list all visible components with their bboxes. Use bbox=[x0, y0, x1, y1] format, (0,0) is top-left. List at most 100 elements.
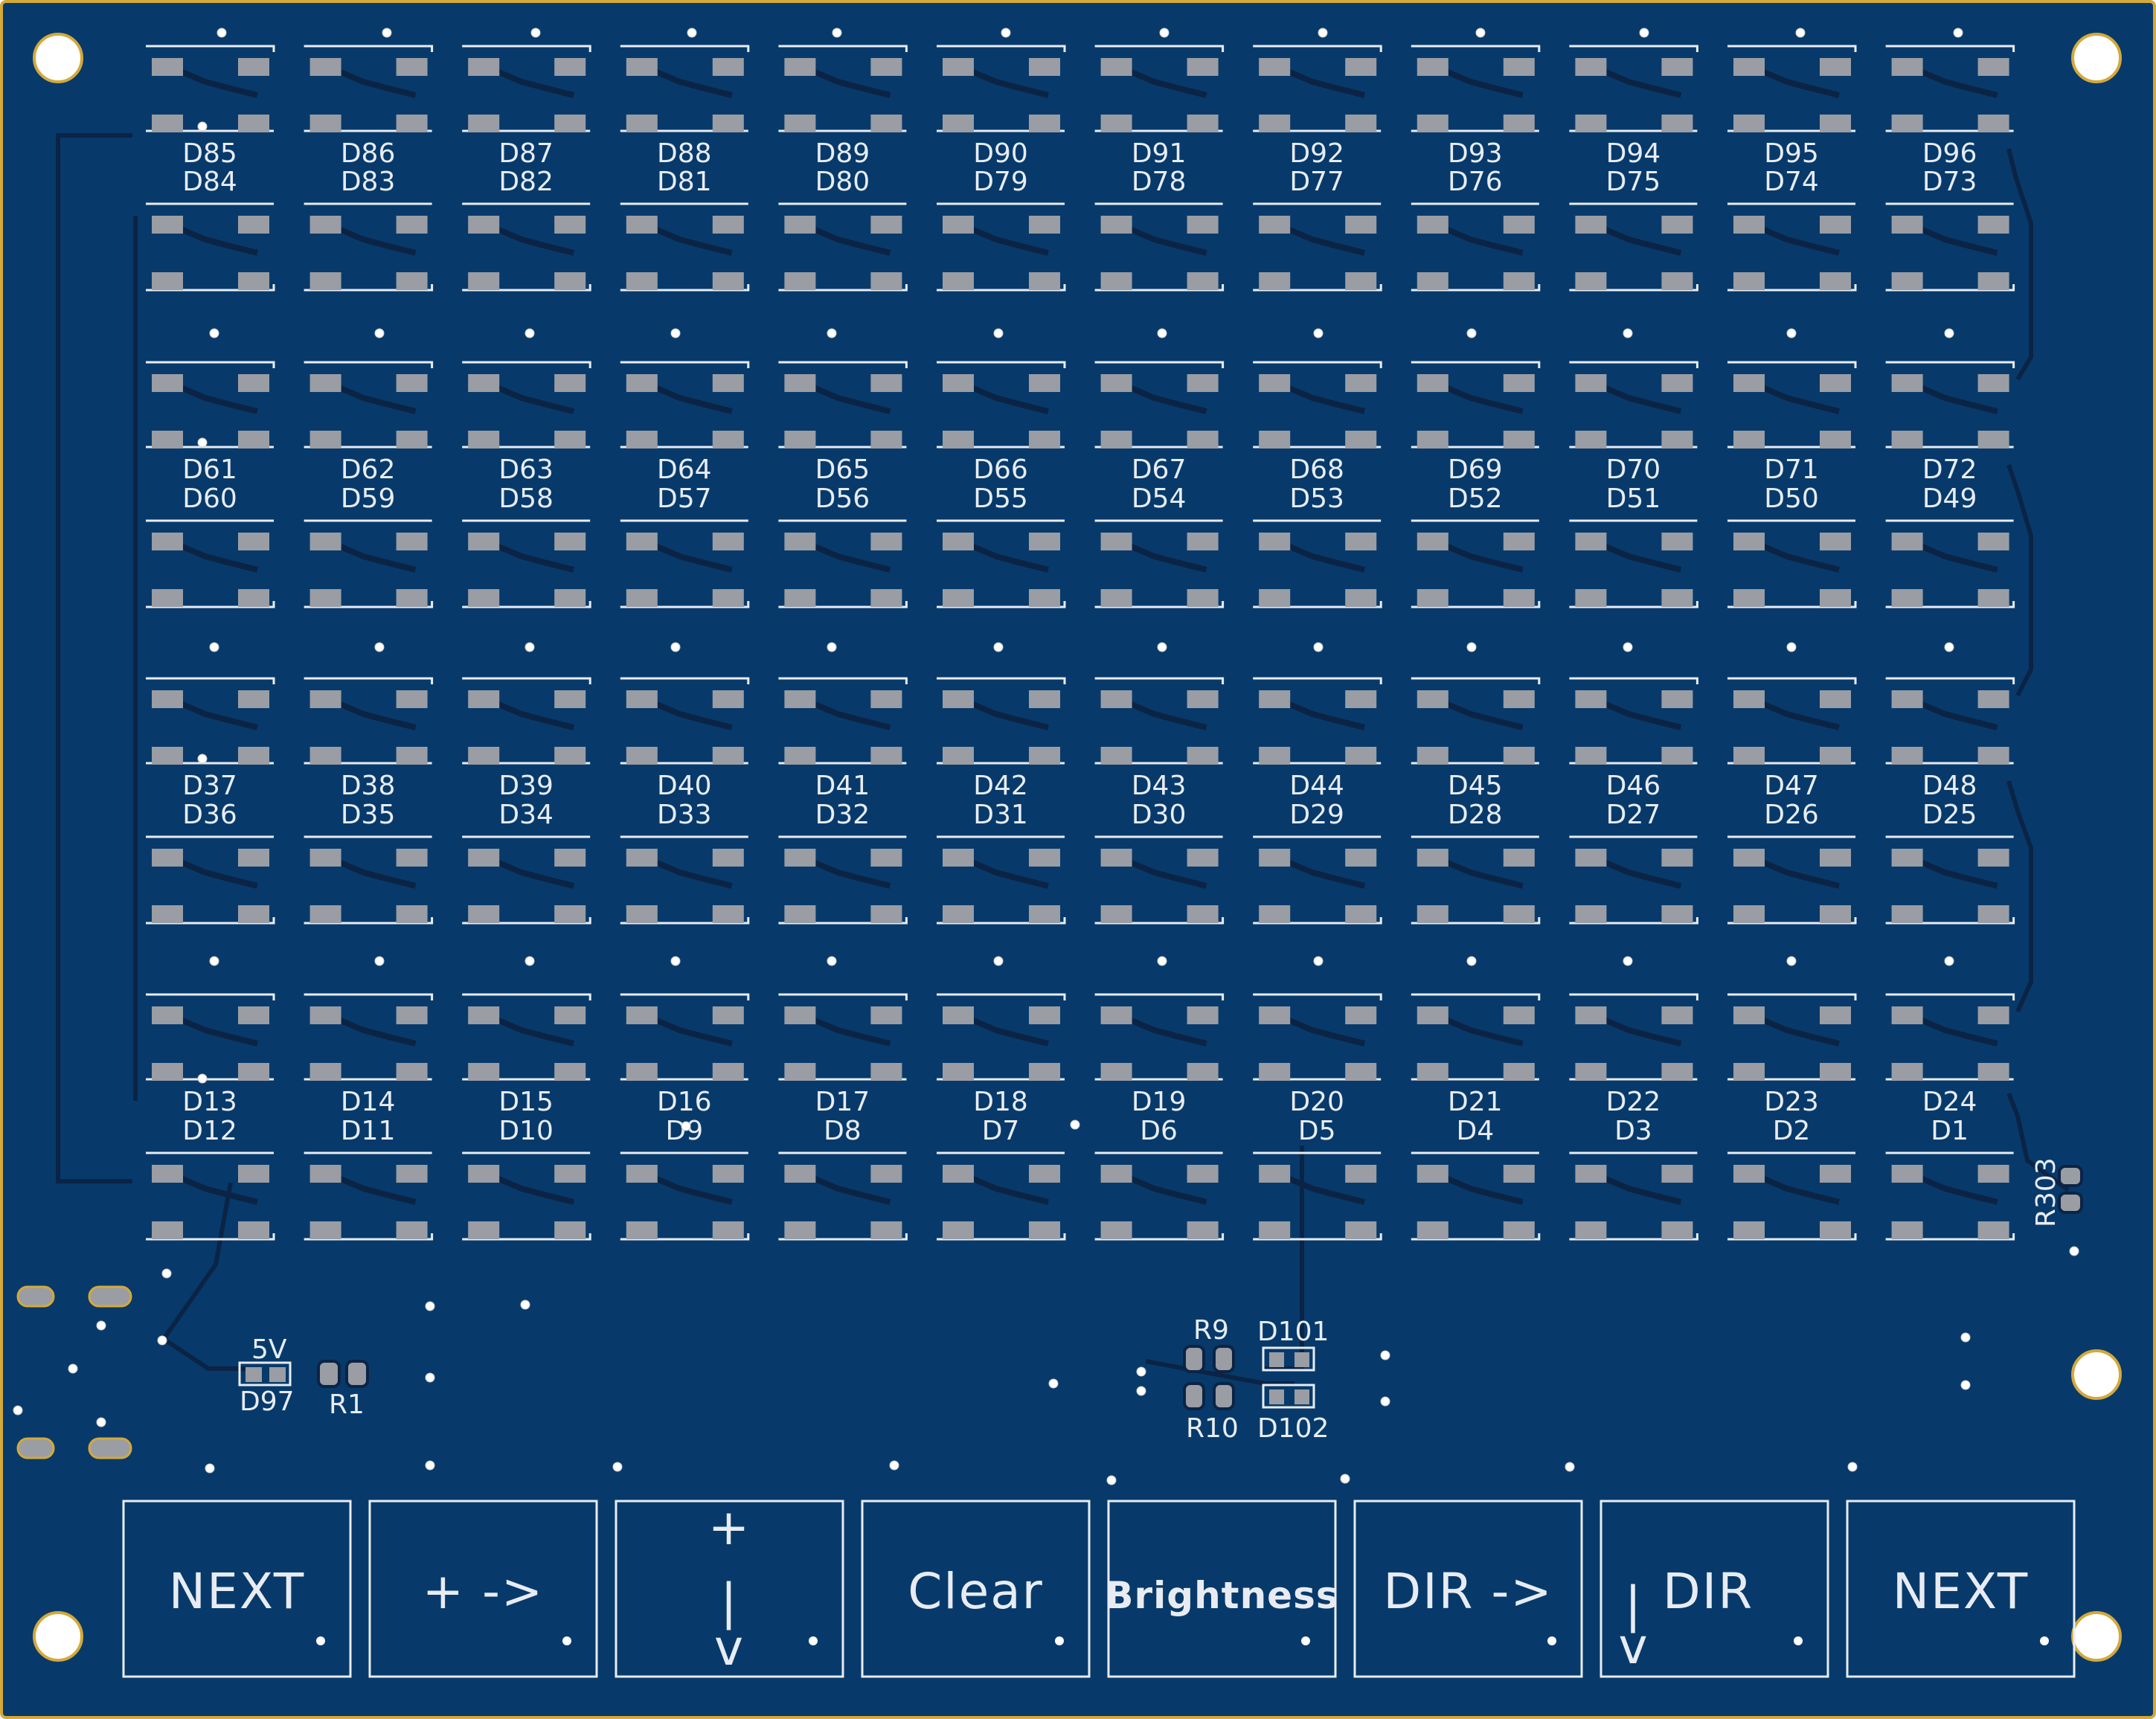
push-button[interactable]: DIR -> bbox=[1353, 1500, 1583, 1678]
via bbox=[1786, 642, 1797, 652]
led-footprint: D62 bbox=[304, 361, 434, 485]
diode-d102-group: D102 bbox=[1257, 1384, 1329, 1444]
led-pad bbox=[309, 1006, 341, 1024]
led-pad bbox=[309, 374, 341, 392]
led-ref-label: D67 bbox=[1132, 454, 1187, 485]
button-label-bot: v bbox=[714, 1619, 745, 1677]
led-pad bbox=[784, 272, 816, 290]
led-ref-label: D55 bbox=[973, 483, 1028, 514]
mounting-hole-bottom-left bbox=[33, 1611, 83, 1662]
led-pad bbox=[1977, 589, 2009, 607]
led-ref-label: D80 bbox=[815, 167, 870, 197]
push-button[interactable]: Brightness bbox=[1105, 1500, 1338, 1678]
led-pad bbox=[554, 849, 586, 867]
via bbox=[827, 328, 837, 338]
button-outline bbox=[122, 1500, 352, 1678]
led-pad bbox=[1575, 1006, 1607, 1024]
led-footprint: D47 bbox=[1727, 677, 1857, 801]
led-footprint: D19 bbox=[1094, 993, 1225, 1117]
led-pad bbox=[468, 589, 500, 607]
led-pad bbox=[1661, 272, 1693, 290]
led-footprint: D54 bbox=[1094, 483, 1225, 608]
led-pad bbox=[554, 115, 586, 132]
via bbox=[993, 642, 1004, 652]
led-footprint: D31 bbox=[937, 800, 1066, 925]
led-pad bbox=[1100, 374, 1132, 392]
led-ref-label: D59 bbox=[341, 483, 396, 514]
via bbox=[1639, 28, 1649, 38]
led-ref-label: D72 bbox=[1922, 454, 1977, 485]
led-pad bbox=[1575, 374, 1607, 392]
led-pad bbox=[712, 849, 744, 867]
resistor-r10-ref: R10 bbox=[1186, 1413, 1239, 1444]
via bbox=[1786, 956, 1797, 966]
led-pad bbox=[1820, 1063, 1851, 1081]
led-ref-label: D57 bbox=[657, 483, 712, 514]
led-pad bbox=[1575, 849, 1607, 867]
led-pad bbox=[784, 58, 816, 76]
led-pad bbox=[396, 115, 428, 132]
led-pad bbox=[870, 272, 902, 290]
led-pad bbox=[468, 1006, 500, 1024]
led-pad bbox=[712, 747, 744, 765]
led-footprint: D77 bbox=[1253, 167, 1382, 292]
via bbox=[1136, 1366, 1146, 1377]
led-pad bbox=[152, 905, 183, 923]
led-ref-label: D20 bbox=[1289, 1087, 1344, 1117]
led-footprint: D60 bbox=[146, 483, 275, 608]
led-pad bbox=[1575, 58, 1607, 76]
led-footprint: D8 bbox=[778, 1116, 908, 1241]
mounting-hole-mid-right bbox=[2071, 1349, 2122, 1400]
led-ref-label: D7 bbox=[982, 1116, 1020, 1146]
push-button[interactable]: Clear bbox=[861, 1500, 1091, 1678]
via bbox=[1070, 1119, 1080, 1130]
pad bbox=[1213, 1345, 1235, 1373]
push-button[interactable]: NEXT bbox=[1846, 1500, 2076, 1678]
led-footprint: D3 bbox=[1569, 1116, 1698, 1241]
led-pad bbox=[626, 747, 658, 765]
via bbox=[209, 956, 219, 966]
button-outline bbox=[615, 1500, 844, 1678]
via bbox=[197, 754, 208, 764]
led-pad bbox=[396, 1221, 428, 1239]
led-pad bbox=[1661, 1165, 1693, 1183]
led-pad bbox=[626, 690, 658, 708]
led-ref-label: D89 bbox=[815, 138, 870, 169]
led-ref-label: D74 bbox=[1764, 167, 1819, 197]
led-pad bbox=[1029, 272, 1060, 290]
led-pad bbox=[1259, 747, 1291, 765]
led-ref-label: D29 bbox=[1289, 800, 1344, 830]
led-pad bbox=[1891, 1063, 1923, 1081]
led-pad bbox=[1977, 431, 2009, 449]
led-pad bbox=[554, 58, 586, 76]
led-footprint: D2 bbox=[1727, 1116, 1857, 1241]
led-pad bbox=[1345, 58, 1377, 76]
led-pad bbox=[784, 1165, 816, 1183]
led-pad bbox=[870, 589, 902, 607]
led-pad bbox=[554, 905, 586, 923]
via bbox=[1466, 956, 1477, 966]
push-button[interactable]: + -> bbox=[368, 1500, 598, 1678]
led-pad bbox=[712, 1063, 744, 1081]
led-pad bbox=[1891, 58, 1923, 76]
push-button[interactable]: NEXT bbox=[122, 1500, 352, 1678]
led-pad bbox=[1575, 431, 1607, 449]
led-pad bbox=[1661, 1006, 1693, 1024]
via bbox=[1318, 28, 1328, 38]
led-pad bbox=[1187, 272, 1219, 290]
via bbox=[612, 1462, 623, 1472]
resistor-r9-group: R9 bbox=[1183, 1315, 1235, 1373]
led-footprint: D67 bbox=[1094, 361, 1225, 485]
led-pad bbox=[468, 1165, 500, 1183]
led-footprint: D5 bbox=[1253, 1116, 1382, 1241]
led-ref-label: D44 bbox=[1289, 771, 1344, 801]
led-ref-label: D43 bbox=[1132, 771, 1187, 801]
via bbox=[1159, 28, 1170, 38]
resistor-r10-group: R10 bbox=[1183, 1382, 1239, 1444]
led-pad bbox=[1029, 216, 1060, 234]
led-ref-label: D81 bbox=[657, 167, 712, 197]
led-pad bbox=[1733, 272, 1765, 290]
push-button[interactable]: +|v bbox=[615, 1499, 844, 1678]
via bbox=[1048, 1378, 1059, 1389]
